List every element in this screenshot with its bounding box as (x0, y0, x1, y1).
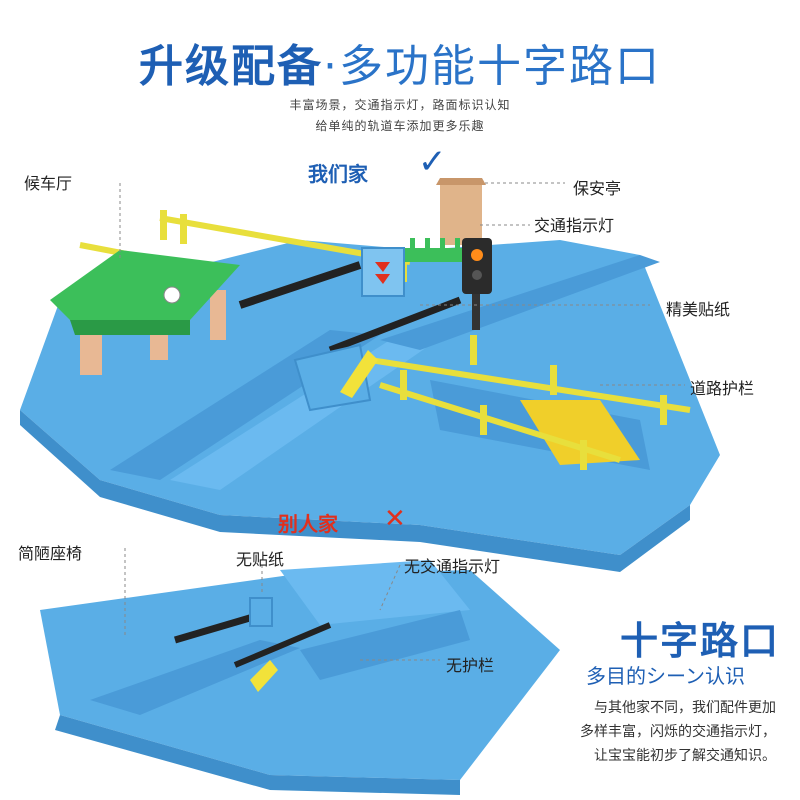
page-title: 升级配备·多功能十字路口 (0, 30, 800, 94)
top-track-set (20, 178, 720, 572)
subtitle-line-1: 丰富场景，交通指示灯，路面标识认知 (289, 98, 511, 112)
label-traffic-light: 交通指示灯 (534, 216, 615, 235)
feature-desc-line-1: 与其他家不同，我们配件更加 (594, 700, 776, 716)
cross-icon: ✕ (384, 504, 406, 534)
label-guardrail: 道路护栏 (690, 379, 755, 398)
label-guard-booth: 保安亭 (573, 179, 622, 198)
check-icon: ✓ (418, 142, 447, 182)
label-no-stickers: 无贴纸 (236, 550, 285, 569)
label-no-guardrail: 无护栏 (446, 656, 495, 675)
feature-description: 与其他家不同，我们配件更加 多样丰富，闪烁的交通指示灯， 让宝宝能初步了解交通知… (516, 696, 776, 768)
feature-desc-line-3: 让宝宝能初步了解交通知识。 (594, 748, 776, 764)
label-waiting-hall: 候车厅 (24, 174, 73, 193)
label-no-traffic-light: 无交通指示灯 (404, 557, 501, 576)
feature-subtitle: 多目的シーン认识 (586, 664, 745, 688)
label-stickers: 精美贴纸 (666, 300, 731, 319)
feature-desc-line-2: 多样丰富，闪烁的交通指示灯， (580, 724, 776, 740)
bottom-track-set (40, 560, 560, 795)
label-simple-seat: 简陋座椅 (18, 544, 83, 563)
top-set-tag: 我们家 (308, 162, 368, 186)
waiting-hall-model (50, 250, 240, 375)
feature-title: 十字路口 (620, 619, 781, 663)
title-strong: 升级配备 (139, 41, 323, 92)
title-dot: · (323, 41, 339, 92)
guard-booth-model (436, 178, 486, 245)
subtitle-line-2: 给单纯的轨道车添加更多乐趣 (315, 119, 485, 133)
title-light: 多功能十字路口 (339, 41, 661, 92)
bottom-set-tag: 别人家 (278, 512, 338, 536)
